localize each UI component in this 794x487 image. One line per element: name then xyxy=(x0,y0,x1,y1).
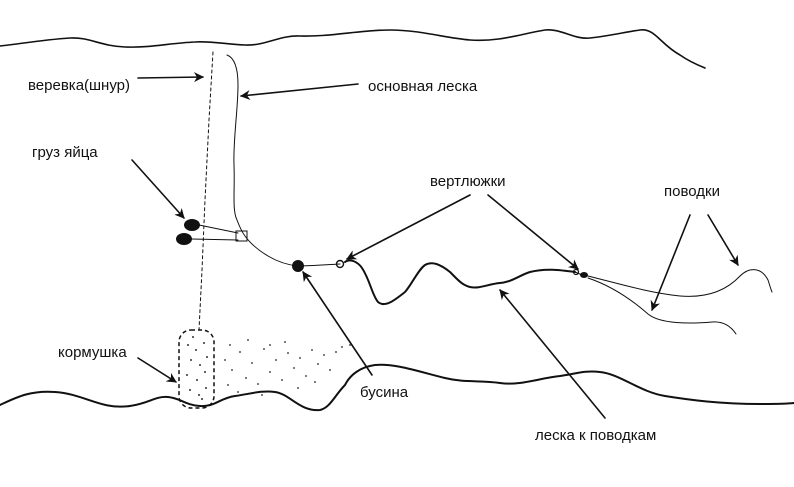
arrow-leader-lower xyxy=(650,214,691,311)
leader-line-on-bottom xyxy=(344,259,576,306)
leader-upper xyxy=(587,269,773,297)
line-bead-to-swivel xyxy=(297,263,341,267)
label-egg-weight: груз яйца xyxy=(32,144,98,161)
feeder-bait-specks xyxy=(186,336,208,400)
arrow-swivel-1 xyxy=(346,194,471,260)
bead xyxy=(292,260,304,272)
arrow-feeder xyxy=(137,357,177,383)
arrow-egg-weight xyxy=(131,159,185,219)
arrow-leader-line xyxy=(499,289,606,419)
egg-weight-lower xyxy=(176,233,192,245)
label-swivels: вертлюжки xyxy=(430,173,506,190)
egg-weight-tether xyxy=(190,224,239,241)
main-line xyxy=(226,54,299,267)
label-main-line: основная леска xyxy=(368,78,478,95)
groundbait-cloud xyxy=(224,339,351,396)
feeder xyxy=(178,329,215,409)
swivel-2 xyxy=(580,272,588,278)
leader-lower xyxy=(587,277,737,335)
connector-clip xyxy=(235,230,248,242)
label-rope: веревка(шнур) xyxy=(28,77,130,94)
label-leaders: поводки xyxy=(664,183,720,200)
label-leader-line: леска к поводкам xyxy=(535,427,656,444)
arrow-bead xyxy=(302,271,373,376)
water-surface-line xyxy=(0,29,706,69)
egg-weight-upper xyxy=(184,219,200,231)
label-feeder: кормушка xyxy=(58,344,127,361)
swivel-1 xyxy=(335,259,345,269)
rope-cord-line xyxy=(198,51,214,331)
arrow-main-line xyxy=(240,83,359,101)
arrow-rope xyxy=(137,72,204,83)
label-bead: бусина xyxy=(360,384,409,401)
arrow-leader-upper xyxy=(707,214,739,266)
lake-bottom-line xyxy=(0,363,794,412)
arrow-swivel-2 xyxy=(487,194,579,270)
